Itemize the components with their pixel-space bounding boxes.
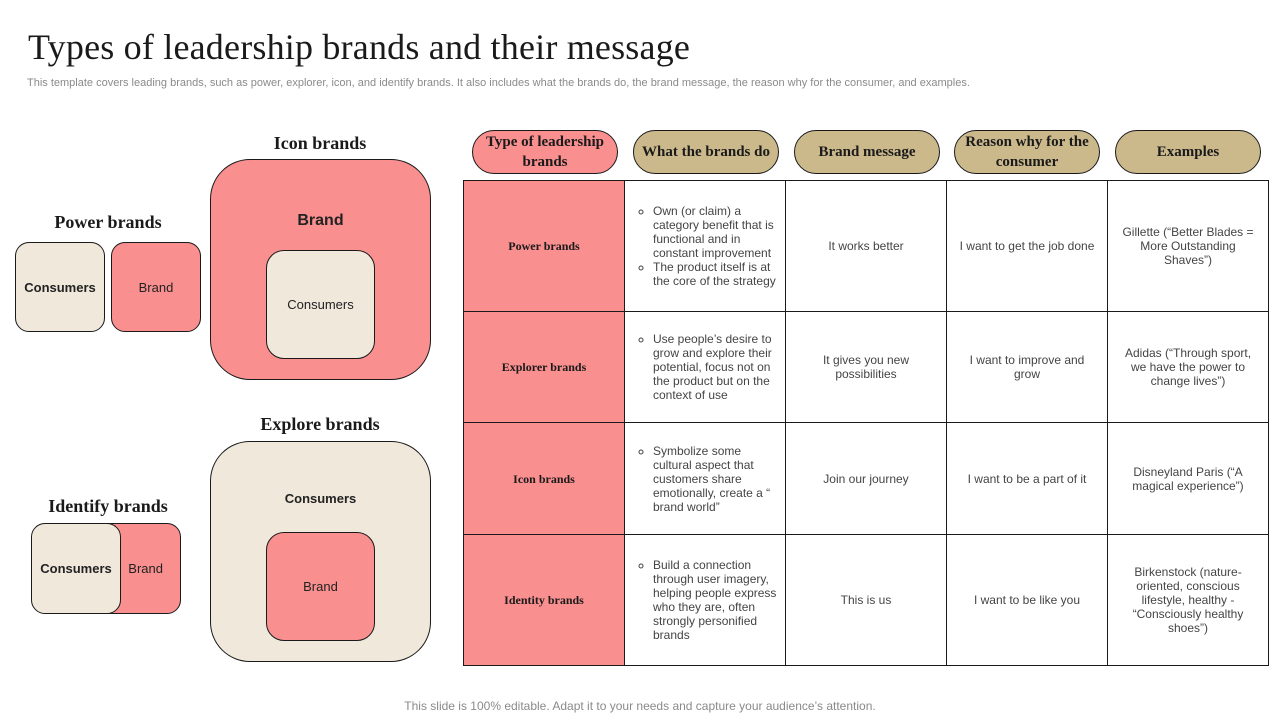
page-title: Types of leadership brands and their mes…: [28, 27, 691, 67]
page-subtitle: This template covers leading brands, suc…: [27, 77, 970, 89]
row-message-cell: This is us: [785, 533, 947, 667]
header-reason: Reason why for the consumer: [954, 130, 1100, 174]
brands-table: Power brands Own (or claim) a category b…: [463, 179, 1269, 667]
does-bullet: Own (or claim) a category benefit that i…: [653, 204, 777, 260]
table-row: Identity brands Build a connection throu…: [463, 533, 1269, 667]
table-row: Power brands Own (or claim) a category b…: [463, 179, 1269, 313]
explore-brand-box: Brand: [266, 532, 375, 641]
power-brands-label: Power brands: [54, 212, 162, 232]
header-what: What the brands do: [633, 130, 779, 174]
identify-consumers-box: Consumers: [31, 523, 121, 614]
header-examples: Examples: [1115, 130, 1261, 174]
table-row: Explorer brands Use people’s desire to g…: [463, 311, 1269, 424]
row-does-cell: Use people’s desire to grow and explore …: [624, 311, 786, 424]
does-bullet: Use people’s desire to grow and explore …: [653, 332, 777, 402]
row-reason-cell: I want to be like you: [946, 533, 1108, 667]
row-reason-cell: I want to get the job done: [946, 179, 1108, 313]
row-type-cell: Icon brands: [463, 422, 625, 535]
does-bullet: Build a connection through user imagery,…: [653, 558, 777, 642]
row-message-cell: It works better: [785, 179, 947, 313]
does-bullet: The product itself is at the core of the…: [653, 260, 777, 288]
power-brand-box: Brand: [111, 242, 201, 332]
power-consumers-box: Consumers: [15, 242, 105, 332]
row-example-cell: Disneyland Paris (“A magical experience”…: [1107, 422, 1269, 535]
row-reason-cell: I want to improve and grow: [946, 311, 1108, 424]
row-example-cell: Birkenstock (nature-oriented, conscious …: [1107, 533, 1269, 667]
explore-brands-label: Explore brands: [260, 414, 380, 434]
table-row: Icon brands Symbolize some cultural aspe…: [463, 422, 1269, 535]
row-example-cell: Adidas (“Through sport, we have the powe…: [1107, 311, 1269, 424]
icon-consumers-box: Consumers: [266, 250, 375, 359]
header-type: Type of leadership brands: [472, 130, 618, 174]
row-does-cell: Build a connection through user imagery,…: [624, 533, 786, 667]
does-bullet: Symbolize some cultural aspect that cust…: [653, 444, 777, 514]
row-reason-cell: I want to be a part of it: [946, 422, 1108, 535]
icon-brands-label: Icon brands: [273, 133, 367, 153]
identify-brands-label: Identify brands: [48, 496, 168, 516]
row-type-cell: Power brands: [463, 179, 625, 313]
row-does-cell: Own (or claim) a category benefit that i…: [624, 179, 786, 313]
header-message: Brand message: [794, 130, 940, 174]
row-example-cell: Gillette (“Better Blades = More Outstand…: [1107, 179, 1269, 313]
footer-note: This slide is 100% editable. Adapt it to…: [404, 699, 876, 713]
row-type-cell: Explorer brands: [463, 311, 625, 424]
row-type-cell: Identity brands: [463, 533, 625, 667]
row-message-cell: Join our journey: [785, 422, 947, 535]
row-message-cell: It gives you new possibilities: [785, 311, 947, 424]
row-does-cell: Symbolize some cultural aspect that cust…: [624, 422, 786, 535]
